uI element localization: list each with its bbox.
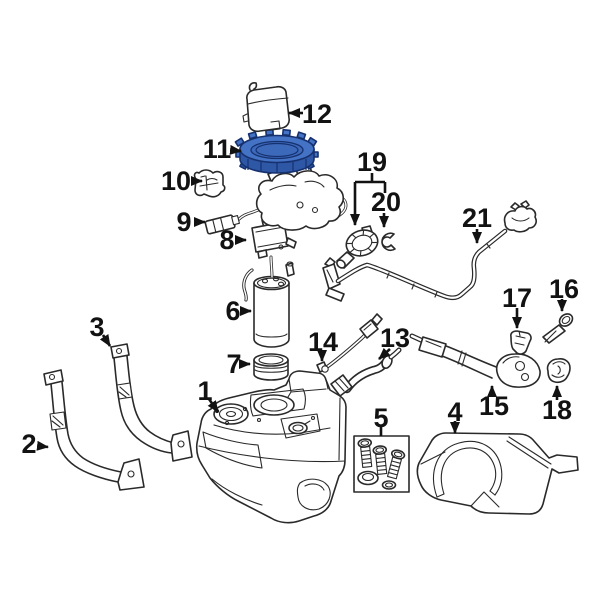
callout-21: 21 <box>462 203 492 244</box>
part-reservoir <box>242 261 295 348</box>
part-sending-unit <box>336 225 379 269</box>
callout-label-13: 13 <box>380 323 410 353</box>
callout-label-12: 12 <box>302 99 332 129</box>
callout-label-5: 5 <box>373 403 388 433</box>
callout-17: 17 <box>502 283 532 329</box>
callout-label-6: 6 <box>225 296 240 326</box>
callout-label-19: 19 <box>357 147 387 177</box>
callout-label-15: 15 <box>479 391 509 421</box>
callout-label-7: 7 <box>226 349 241 379</box>
part-cap <box>546 358 571 384</box>
part-connector <box>204 214 240 235</box>
part-retainer-clip <box>381 232 396 252</box>
callout-10: 10 <box>161 166 203 196</box>
callout-6: 6 <box>225 296 252 326</box>
part-strap-left <box>43 369 145 491</box>
callout-arrow <box>99 334 112 347</box>
part-seal-ring <box>253 353 289 381</box>
callout-5: 5 <box>373 403 389 436</box>
callout-label-9: 9 <box>176 207 191 237</box>
callout-label-17: 17 <box>502 283 532 313</box>
callout-9: 9 <box>176 207 206 237</box>
callout-arrow <box>229 144 242 155</box>
callout-label-8: 8 <box>219 225 234 255</box>
callout-15: 15 <box>479 385 509 421</box>
callout-12: 12 <box>288 99 332 129</box>
callout-14: 14 <box>308 327 338 362</box>
part-hardware-kit <box>353 435 410 493</box>
callout-label-4: 4 <box>447 397 462 427</box>
part-vent-tube <box>316 313 383 373</box>
part-clip <box>510 330 532 355</box>
part-lock-ring-highlighted <box>234 128 319 174</box>
callout-label-2: 2 <box>21 429 36 459</box>
part-strap-right <box>110 343 193 462</box>
part-skid-plate <box>416 432 579 515</box>
callout-8: 8 <box>219 225 247 255</box>
callout-1: 1 <box>197 376 220 413</box>
part-fuel-tank <box>195 370 347 524</box>
callout-13: 13 <box>378 323 410 360</box>
callout-label-10: 10 <box>161 166 191 196</box>
callout-19: 19 <box>350 147 387 226</box>
part-cover <box>242 82 290 133</box>
part-fuel-line <box>322 200 537 302</box>
callout-4: 4 <box>447 397 463 434</box>
callout-3: 3 <box>89 312 112 347</box>
callout-label-1: 1 <box>197 376 212 406</box>
callout-20: 20 <box>371 187 401 228</box>
callout-label-20: 20 <box>371 187 401 217</box>
part-filler-hose <box>330 347 402 397</box>
callout-label-16: 16 <box>549 274 579 304</box>
part-bracket <box>193 169 226 198</box>
callout-label-3: 3 <box>89 312 104 342</box>
part-filler-pipe <box>409 333 541 388</box>
callout-16: 16 <box>549 274 579 312</box>
callout-arrow <box>36 440 49 451</box>
callout-18: 18 <box>542 385 572 425</box>
callout-label-21: 21 <box>462 203 492 233</box>
callout-11: 11 <box>203 134 242 164</box>
callout-label-14: 14 <box>308 327 338 357</box>
callout-label-18: 18 <box>542 395 572 425</box>
callout-7: 7 <box>226 349 251 379</box>
callout-2: 2 <box>21 429 49 459</box>
callout-label-11: 11 <box>203 134 232 164</box>
part-screw <box>542 313 574 344</box>
callout-arrow <box>378 347 391 360</box>
callout-arrow <box>207 398 220 413</box>
